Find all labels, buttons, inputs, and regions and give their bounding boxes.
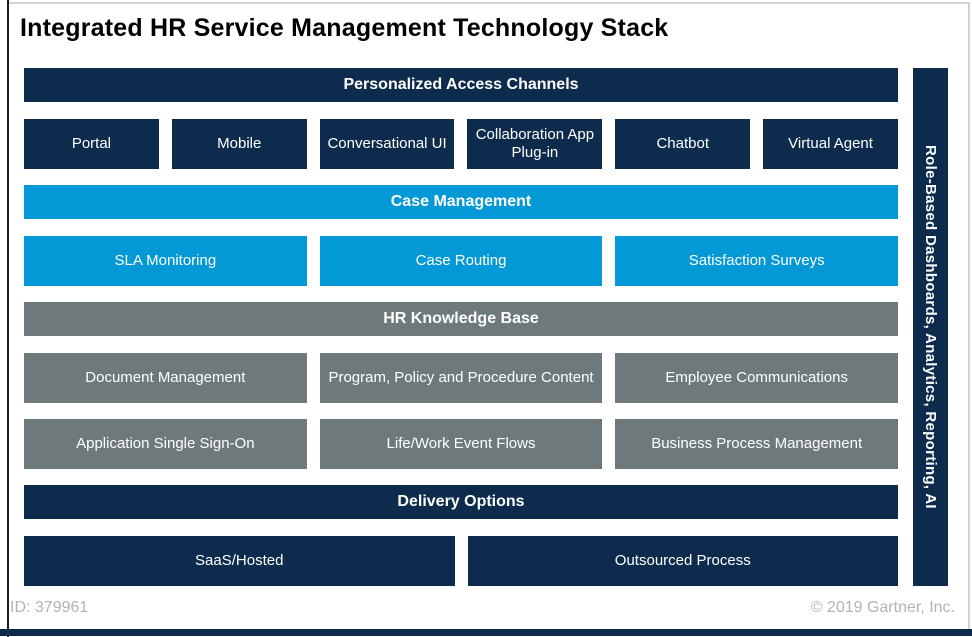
section-header-personalized-access-channels: Personalized Access Channels bbox=[24, 68, 898, 102]
stack-box: Document Management bbox=[24, 353, 307, 403]
stack-box: Satisfaction Surveys bbox=[615, 236, 899, 286]
role-based-dashboards-bar: Role-Based Dashboards, Analytics, Report… bbox=[913, 68, 948, 586]
document-id: ID: 379961 bbox=[10, 599, 89, 616]
page-title: Integrated HR Service Management Technol… bbox=[20, 14, 669, 42]
stack-box: Application Single Sign-On bbox=[24, 419, 307, 469]
stack-box: Business Process Management bbox=[615, 419, 899, 469]
stack-box: SLA Monitoring bbox=[24, 236, 307, 286]
frame-left-border bbox=[7, 0, 9, 637]
frame-top-border bbox=[9, 2, 970, 4]
stack-box: Employee Communications bbox=[615, 353, 899, 403]
stack-box: Outsourced Process bbox=[467, 536, 898, 586]
stack-box: Mobile bbox=[171, 119, 307, 169]
section-header-delivery-options: Delivery Options bbox=[24, 485, 898, 519]
stack-box: Portal bbox=[24, 119, 159, 169]
stack-box: Case Routing bbox=[319, 236, 603, 286]
role-based-dashboards-label: Role-Based Dashboards, Analytics, Report… bbox=[922, 145, 939, 509]
stack-box: Collaboration App Plug-in bbox=[467, 119, 603, 169]
stack-box: Chatbot bbox=[615, 119, 751, 169]
copyright-notice: © 2019 Gartner, Inc. bbox=[810, 599, 955, 616]
section-header-hr-knowledge-base: HR Knowledge Base bbox=[24, 302, 898, 336]
stack-box: Program, Policy and Procedure Content bbox=[319, 353, 603, 403]
stack-box: Virtual Agent bbox=[763, 119, 898, 169]
stack-box: Life/Work Event Flows bbox=[319, 419, 603, 469]
stack-box: Conversational UI bbox=[319, 119, 455, 169]
stack-box: SaaS/Hosted bbox=[24, 536, 455, 586]
frame-right-border bbox=[968, 2, 970, 629]
bottom-accent-strip bbox=[0, 629, 972, 636]
section-header-case-management: Case Management bbox=[24, 185, 898, 219]
